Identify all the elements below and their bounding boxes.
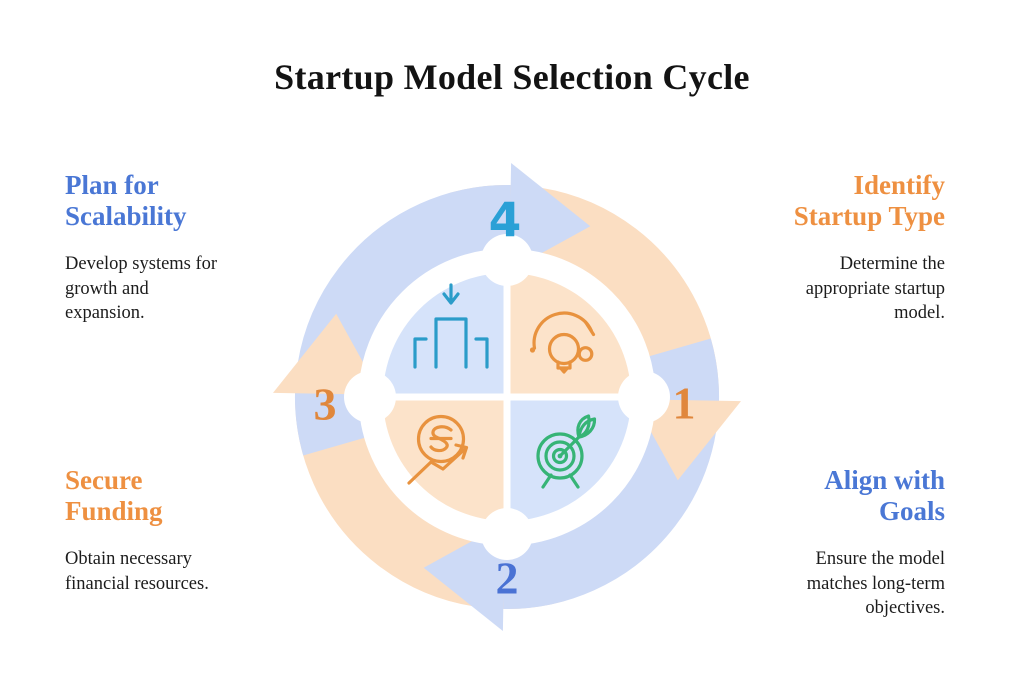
trend-line <box>407 447 467 485</box>
step-description: Determine the appropriate startup model. <box>725 252 945 326</box>
target-dart-leaf-icon <box>536 414 597 489</box>
arrow-head-step-2 <box>423 523 505 631</box>
notch-left <box>344 371 396 423</box>
podium-compress-arrow-icon <box>413 283 489 369</box>
text-line: Determine the <box>839 254 945 274</box>
heading-line: Plan for <box>65 170 159 200</box>
text-line: appropriate startup <box>805 278 945 299</box>
heading-line: Identify <box>853 170 945 200</box>
arrow-head-step-1 <box>633 399 741 481</box>
notch-bottom <box>481 508 533 560</box>
quadrant-notches <box>344 234 670 560</box>
step-heading: Align with Goals <box>725 465 945 527</box>
step-block-align-with-goals: Align with Goals Ensure the model matche… <box>725 465 945 621</box>
down-arrow-stroke <box>442 283 460 305</box>
step-heading: Secure Funding <box>65 465 285 527</box>
cycle-arc-segment-4 <box>295 185 511 456</box>
text-line: financial resources. <box>65 573 209 594</box>
heading-line: Goals <box>878 496 945 526</box>
coin-circle <box>416 414 466 464</box>
text-line: expansion. <box>65 303 145 323</box>
cycle-arrowheads <box>273 163 741 631</box>
cycle-arcs <box>295 185 719 609</box>
text-line: Obtain necessary <box>65 549 192 569</box>
step-number-2: 2 <box>496 553 519 604</box>
podium-right-bar <box>474 337 489 369</box>
heading-line: Align with <box>824 465 945 495</box>
podium-left-bar <box>413 337 428 369</box>
dollar-growth-arrow-icon <box>407 414 469 485</box>
notch-top <box>481 234 533 286</box>
step-block-identify-startup-type: Identify Startup Type Determine the appr… <box>725 170 945 326</box>
step-number-1: 1 <box>673 378 696 429</box>
text-line: growth and <box>65 278 149 299</box>
orbit-dot <box>529 347 536 353</box>
lightbulb-idea-icon <box>529 311 596 374</box>
quadrant-bottom-right <box>507 397 631 521</box>
step-number-3: 3 <box>314 379 337 430</box>
step-block-plan-for-scalability: Plan for Scalability Develop systems for… <box>65 170 265 326</box>
step-description: Ensure the model matches long-term objec… <box>725 547 945 621</box>
orbit-arrow-tick <box>583 320 596 337</box>
step-heading: Plan for Scalability <box>65 170 265 232</box>
podium-center-bar <box>434 317 468 369</box>
text-line: objectives. <box>865 598 945 618</box>
heading-line: Scalability <box>65 201 187 231</box>
orbit-small-circle <box>577 346 594 362</box>
step-description: Develop systems for growth and expansion… <box>65 252 265 326</box>
cycle-arc-segment-2 <box>503 338 719 609</box>
step-heading: Identify Startup Type <box>725 170 945 232</box>
target-middle-ring <box>544 440 576 472</box>
dart-shaft <box>558 435 581 458</box>
text-line: model. <box>894 303 945 323</box>
bulb-base <box>556 360 572 374</box>
dart-leaf-left-lobe <box>576 414 591 439</box>
step-block-secure-funding: Secure Funding Obtain necessary financia… <box>65 465 285 596</box>
cycle-diagram: 1 2 3 4 <box>273 163 741 631</box>
trend-arrow-head <box>454 443 469 460</box>
target-outer-ring <box>536 432 584 480</box>
target-inner-ring <box>551 447 569 465</box>
target-stand-legs <box>541 473 580 489</box>
text-line: Ensure the model <box>815 549 945 569</box>
text-line: matches long-term <box>806 573 945 594</box>
step-description: Obtain necessary financial resources. <box>65 547 285 596</box>
page-title: Startup Model Selection Cycle <box>274 57 750 97</box>
dart-leaf-right-lobe <box>577 417 597 439</box>
heading-line: Funding <box>65 496 163 526</box>
notch-right <box>618 371 670 423</box>
bulb-glass <box>547 332 581 366</box>
arrow-head-step-3 <box>273 313 381 395</box>
heading-line: Secure <box>65 465 143 495</box>
quadrant-bottom-left <box>383 397 507 521</box>
quadrant-dividers <box>381 271 633 523</box>
step-number-4: 4 <box>489 194 522 249</box>
text-line: Develop systems for <box>65 254 218 274</box>
heading-line: Startup Type <box>793 201 945 231</box>
arrow-head-step-4 <box>509 163 591 271</box>
